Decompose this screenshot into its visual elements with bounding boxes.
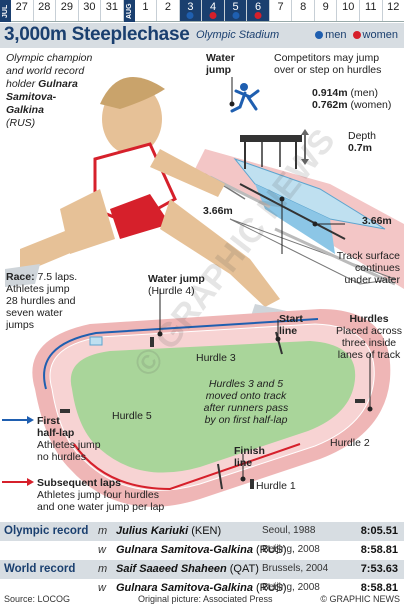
picture-credit: Original picture: Associated Press — [138, 594, 273, 604]
footer: Source: LOCOG Original picture: Associat… — [0, 594, 404, 606]
track-diagram — [32, 309, 391, 507]
width-right: 3.66m — [362, 215, 392, 227]
publisher-credit: © GRAPHIC NEWS — [320, 594, 400, 604]
intro-line: Samitova- — [6, 91, 57, 103]
hurdle-2-label: Hurdle 2 — [330, 437, 370, 449]
hurdle-5-label: Hurdle 5 — [112, 410, 152, 422]
calendar-day-event: 3 — [179, 0, 203, 21]
calendar-day: 27 — [11, 0, 34, 21]
hurdle-3-label: Hurdle 3 — [196, 352, 236, 364]
month-label-jul: JUL — [0, 0, 11, 22]
calendar-day: 31 — [101, 0, 124, 21]
table-row: World record m Saif Saaeed Shaheen (QAT)… — [0, 560, 404, 579]
moved-hurdles-note: Hurdles 3 and 5 moved onto track after r… — [203, 378, 289, 426]
records-table: Olympic record m Julius Kariuki (KEN) Se… — [0, 522, 404, 598]
men-event-dot — [186, 12, 194, 19]
calendar-day: 9 — [315, 0, 338, 21]
calendar-day: 2 — [157, 0, 180, 21]
race-info: Race: 7.5 laps. Athletes jump 28 hurdles… — [6, 271, 78, 331]
height-arrow — [301, 129, 309, 165]
page-title: 3,000m Steeplechase — [4, 24, 190, 45]
legend-men: men — [315, 29, 347, 41]
hurdle-heights: 0.914m (men) 0.762m (women) — [312, 87, 392, 111]
athlete-photo — [5, 77, 300, 331]
women-event-dot — [209, 12, 217, 19]
hurdle-1-label: Hurdle 1 — [256, 480, 296, 492]
calendar-day: 8 — [292, 0, 315, 21]
water-jump-label: Water jump — [206, 52, 235, 76]
start-line-label: Start line — [279, 313, 303, 337]
title-bar: 3,000m Steeplechase Olympic Stadium men … — [0, 23, 404, 48]
women-dot-icon — [352, 31, 361, 40]
calendar-day: 11 — [360, 0, 383, 21]
calendar-day: 10 — [337, 0, 360, 21]
subsequent-laps-arrow — [2, 478, 34, 486]
width-left: 3.66m — [203, 205, 233, 217]
source-credit: Source: LOCOG — [4, 594, 71, 604]
calendar-day: 30 — [79, 0, 102, 21]
subsequent-laps-note: Subsequent laps Athletes jump four hurdl… — [37, 477, 165, 513]
calendar-day-event: 4 — [202, 0, 225, 21]
calendar-day: 29 — [56, 0, 79, 21]
intro-caption: Olympic champion and world record holder… — [6, 52, 92, 130]
women-event-dot — [254, 12, 262, 19]
table-row: w Gulnara Samitova-Galkina (RUS) Beijing… — [98, 544, 398, 556]
water-jump-track-label: Water jump (Hurdle 4) — [148, 273, 205, 297]
table-row: Olympic record m Julius Kariuki (KEN) Se… — [0, 522, 404, 541]
legend: men women — [315, 29, 398, 41]
month-label-aug: AUG — [123, 0, 135, 22]
calendar-day: 12 — [387, 1, 400, 13]
competitors-note: Competitors may jump over or step on hur… — [274, 52, 382, 76]
intro-line: and world record — [6, 65, 85, 77]
intro-line: Galkina — [6, 104, 44, 116]
calendar-day-event: 5 — [224, 0, 248, 21]
leader-dots — [157, 101, 373, 482]
calendar-day: 28 — [34, 0, 57, 21]
hurdles-note: Hurdles Placed across three inside lanes… — [336, 313, 402, 361]
intro-line: (RUS) — [6, 117, 36, 129]
runner-icon — [230, 83, 260, 113]
steeplechase-illustration: © GRAPHIC NEWS — [2, 77, 404, 507]
legend-women: women — [352, 29, 398, 41]
intro-line: Olympic champion — [6, 52, 93, 64]
finish-line-label: Finish line — [234, 445, 265, 469]
hurdle-barrier — [240, 135, 302, 169]
table-row: w Gulnara Samitova-Galkina (RUS) Beijing… — [98, 582, 398, 594]
depth-label: Depth 0.7m — [348, 130, 377, 154]
venue-label: Olympic Stadium — [196, 29, 280, 41]
calendar-day-event: 6 — [247, 0, 270, 21]
first-half-lap-note: First half-lap Athletes jump no hurdles — [37, 415, 101, 463]
calendar-day: 7 — [270, 0, 293, 21]
track-surface-note: Track surface continues under water — [336, 250, 400, 286]
first-half-lap-arrow — [2, 416, 34, 424]
men-dot-icon — [315, 31, 324, 40]
intro-line: holder Gulnara — [6, 78, 78, 90]
event-calendar: JUL 27 28 29 30 31 AUG 1 2 3 4 5 6 7 8 9… — [0, 0, 404, 22]
men-event-dot — [232, 12, 240, 19]
leader-lines — [159, 77, 371, 479]
calendar-day: 1 — [135, 0, 158, 21]
